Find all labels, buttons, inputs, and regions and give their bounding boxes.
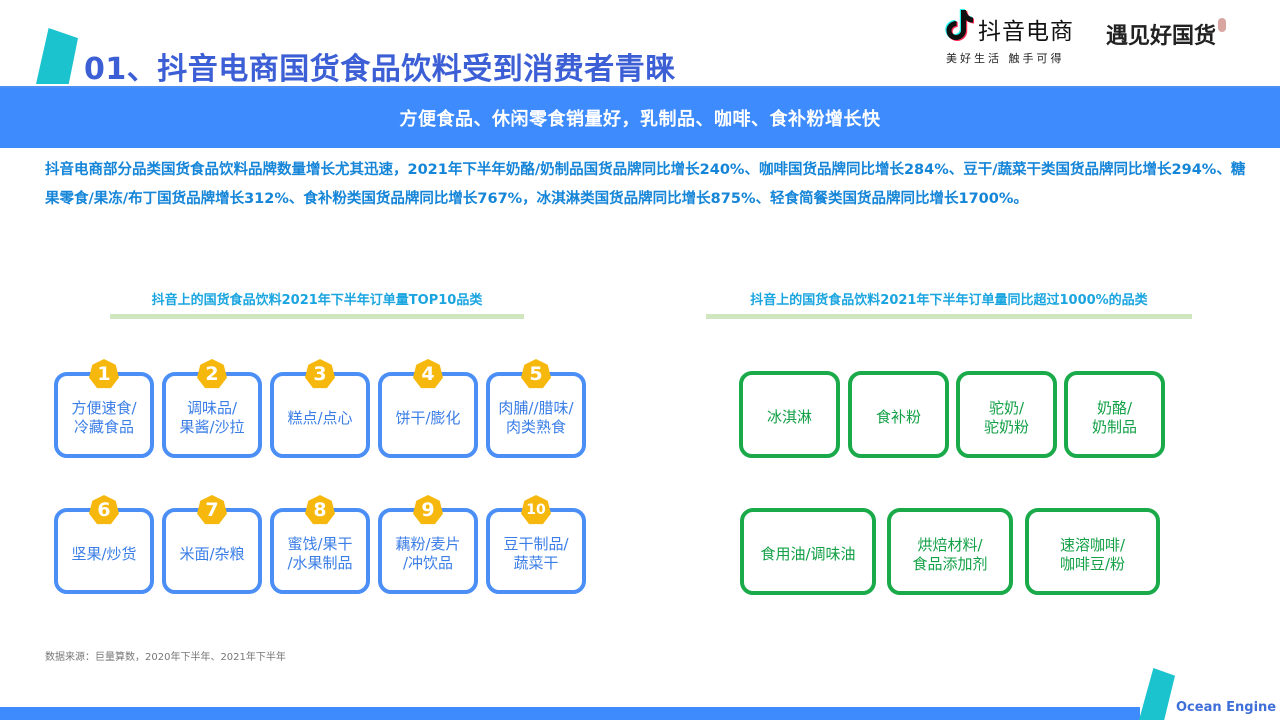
title-accent-shape <box>36 28 78 84</box>
header-divider <box>0 86 1280 88</box>
rank-badge: 8 <box>305 495 335 525</box>
category-label: 食补粉 <box>875 408 921 426</box>
category-label: 糕点/点心 <box>287 408 353 427</box>
growth-card-3: 驼奶/ 驼奶粉 <box>956 371 1057 458</box>
growth-card-5: 食用油/调味油 <box>740 508 876 595</box>
footer-accent-shape <box>1139 668 1175 720</box>
growth-card-2: 食补粉 <box>848 371 949 458</box>
top10-card-6: 6 坚果/炒货 <box>54 495 154 594</box>
category-label: 奶酪/ 奶制品 <box>1091 398 1137 436</box>
category-label: 米面/杂粮 <box>179 544 245 563</box>
category-label: 肉脯//腊味/ 肉类熟食 <box>498 399 574 436</box>
rank-badge: 5 <box>521 359 551 389</box>
top10-card-10: 10 豆干制品/ 蔬菜干 <box>486 495 586 594</box>
guohuo-logo-name: 遇见好国货 <box>1106 23 1217 49</box>
growth-card-4: 奶酪/ 奶制品 <box>1064 371 1165 458</box>
rank-badge: 1 <box>89 359 119 389</box>
douyin-logo-slogan: 美好生活 触手可得 <box>946 52 1065 65</box>
rank-badge: 10 <box>521 495 551 525</box>
rank-badge: 6 <box>89 495 119 525</box>
category-label: 驼奶/ 驼奶粉 <box>983 398 1029 436</box>
right-section-title: 抖音上的国货食品饮料2021年下半年订单量同比超过1000%的品类 <box>750 293 1148 308</box>
category-label: 豆干制品/ 蔬菜干 <box>503 535 569 572</box>
growth-card-1: 冰淇淋 <box>739 371 840 458</box>
rank-badge: 2 <box>197 359 227 389</box>
category-label: 调味品/ 果酱/沙拉 <box>179 399 245 436</box>
top10-card-3: 3 糕点/点心 <box>270 359 370 458</box>
headline-banner: 方便食品、休闲零食销量好，乳制品、咖啡、食补粉增长快 <box>0 88 1280 148</box>
category-label: 方便速食/ 冷藏食品 <box>71 399 137 436</box>
top10-card-2: 2 调味品/ 果酱/沙拉 <box>162 359 262 458</box>
page-title: 01、抖音电商国货食品饮料受到消费者青睐 <box>84 52 676 87</box>
growth-card-7: 速溶咖啡/ 咖啡豆/粉 <box>1025 508 1160 595</box>
top10-card-4: 4 饼干/膨化 <box>378 359 478 458</box>
category-label: 食用油/调味油 <box>760 545 856 563</box>
category-label: 烘焙材料/ 食品添加剂 <box>912 535 988 573</box>
left-section-title: 抖音上的国货食品饮料2021年下半年订单量TOP10品类 <box>151 293 483 308</box>
rank-badge: 9 <box>413 495 443 525</box>
category-label: 冰淇淋 <box>766 408 812 426</box>
summary-paragraph: 抖音电商部分品类国货食品饮料品牌数量增长尤其迅速，2021年下半年奶酪/奶制品国… <box>45 162 1246 207</box>
ocean-engine-logo: Ocean Engine <box>1176 700 1277 715</box>
rank-badge: 4 <box>413 359 443 389</box>
top10-card-1: 1 方便速食/ 冷藏食品 <box>54 359 154 458</box>
douyin-logo-name: 抖音电商 <box>978 19 1074 45</box>
top10-card-8: 8 蜜饯/果干 /水果制品 <box>270 495 370 594</box>
rank-badge: 3 <box>305 359 335 389</box>
tiktok-note-icon <box>945 9 974 41</box>
top10-card-9: 9 藕粉/麦片 /冲饮品 <box>378 495 478 594</box>
category-label: 坚果/炒货 <box>71 544 137 563</box>
rank-badge: 7 <box>197 495 227 525</box>
category-label: 速溶咖啡/ 咖啡豆/粉 <box>1059 535 1126 573</box>
footer-bar <box>0 707 1140 720</box>
category-label: 饼干/膨化 <box>395 408 461 427</box>
top10-card-5: 5 肉脯//腊味/ 肉类熟食 <box>486 359 586 458</box>
left-section-underline <box>110 314 524 319</box>
growth-card-6: 烘焙材料/ 食品添加剂 <box>887 508 1013 595</box>
category-label: 藕粉/麦片 /冲饮品 <box>395 535 461 572</box>
guohuo-logo: 遇见好国货 <box>1106 18 1227 50</box>
douyin-ecommerce-logo: 抖音电商 美好生活 触手可得 <box>944 6 1084 66</box>
banner-text: 方便食品、休闲零食销量好，乳制品、咖啡、食补粉增长快 <box>399 109 881 130</box>
seal-icon <box>1218 18 1227 32</box>
category-label: 蜜饯/果干 /水果制品 <box>287 535 353 572</box>
top10-card-7: 7 米面/杂粮 <box>162 495 262 594</box>
right-section-underline <box>706 314 1192 319</box>
data-source-note: 数据来源：巨量算数，2020年下半年、2021年下半年 <box>45 652 286 663</box>
